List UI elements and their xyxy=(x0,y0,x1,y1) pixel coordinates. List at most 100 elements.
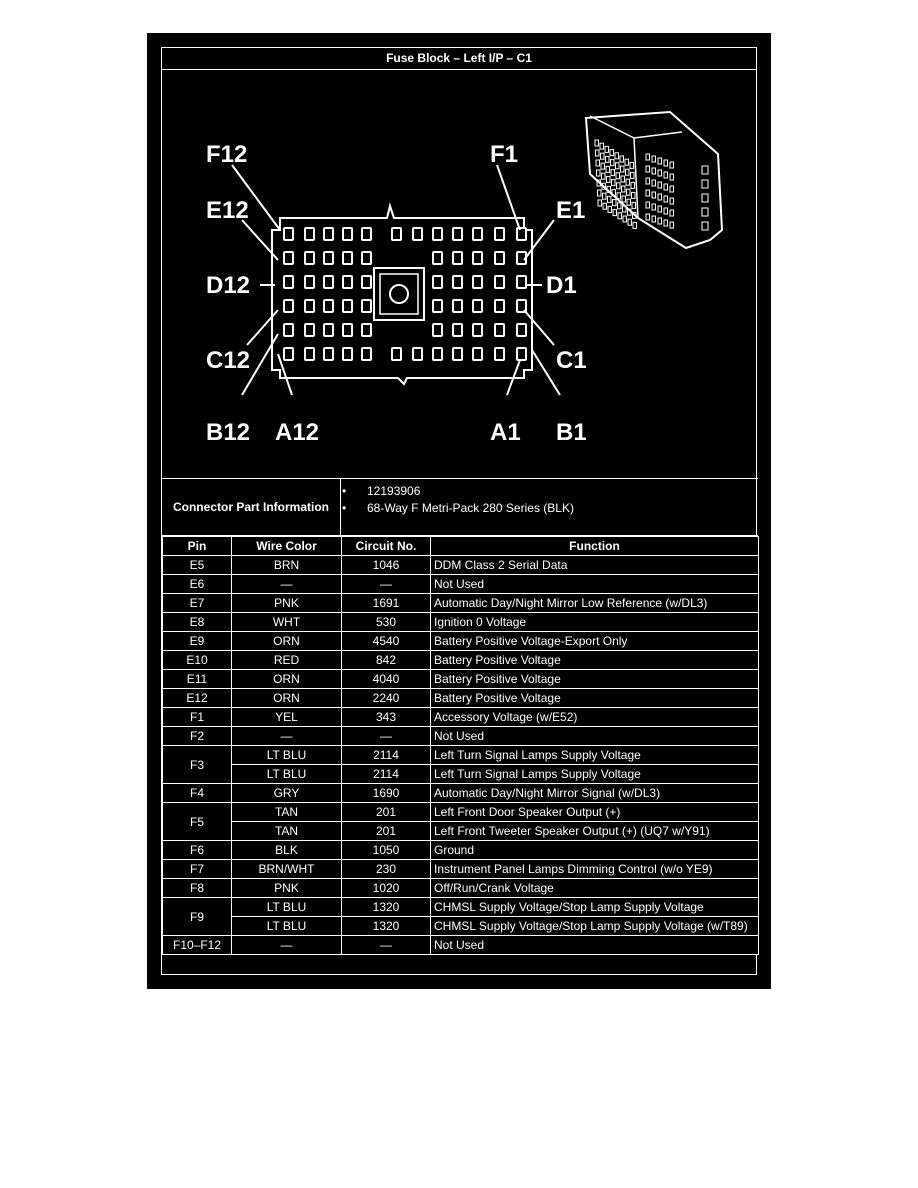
iso-cavity xyxy=(617,212,622,220)
pin-cavity xyxy=(304,299,315,313)
pin-cavity xyxy=(516,323,527,337)
header-wire-color: Wire Color xyxy=(231,536,342,556)
iso-cavity xyxy=(651,215,656,223)
iso-cavity xyxy=(629,161,634,169)
wire-color-cell: PNK xyxy=(231,878,342,898)
pin-cavity xyxy=(472,323,483,337)
iso-cavity xyxy=(630,181,635,189)
leader-lines xyxy=(231,164,561,396)
wire-color-cell: BRN/WHT xyxy=(231,859,342,879)
iso-cavity xyxy=(615,162,620,170)
pin-cavity xyxy=(361,323,372,337)
pin-cavity xyxy=(304,347,315,361)
center-boss xyxy=(373,267,425,321)
circuit-cell: 343 xyxy=(341,707,431,727)
iso-cavity xyxy=(657,193,662,201)
iso-cavity xyxy=(632,211,637,219)
pin-cavity xyxy=(472,227,483,241)
pin-cavity xyxy=(323,275,334,289)
iso-cavity xyxy=(669,173,674,181)
iso-cavity xyxy=(620,165,625,173)
iso-cavity xyxy=(601,172,606,180)
label-f12: F12 xyxy=(206,141,247,168)
iso-cavity xyxy=(631,191,636,199)
iso-latch xyxy=(701,193,709,203)
circuit-cell: 1020 xyxy=(341,878,431,898)
iso-cavity xyxy=(621,195,626,203)
iso-cavity xyxy=(609,149,614,157)
circuit-cell: 1691 xyxy=(341,593,431,613)
iso-cavity xyxy=(657,217,662,225)
pin-cavity xyxy=(432,251,443,265)
pin-cavity xyxy=(342,275,353,289)
iso-cavity xyxy=(669,209,674,217)
iso-latch xyxy=(701,221,709,231)
circuit-cell: 230 xyxy=(341,859,431,879)
pin-cavity xyxy=(472,275,483,289)
pin-cell: E11 xyxy=(162,669,232,689)
function-cell: Off/Run/Crank Voltage xyxy=(430,878,759,898)
function-cell: Automatic Day/Night Mirror Low Reference… xyxy=(430,593,759,613)
iso-cavity xyxy=(627,208,632,216)
header-function: Function xyxy=(430,536,759,556)
pin-cavity xyxy=(283,347,294,361)
wire-color-cell: — xyxy=(231,935,342,955)
connector-part-info-label: Connector Part Information xyxy=(162,479,341,535)
connector-pinout-svg: F12 F1 E12 E1 D12 D1 C12 C1 B12 A12 A1 B… xyxy=(206,110,724,446)
label-a1: A1 xyxy=(490,419,521,446)
iso-cavity xyxy=(669,197,674,205)
table-row: F10–F12——Not Used xyxy=(162,935,759,955)
pin-cavity xyxy=(361,299,372,313)
iso-latch xyxy=(701,207,709,217)
pin-cavity xyxy=(432,227,443,241)
pin-cavity xyxy=(494,227,505,241)
function-cell: CHMSL Supply Voltage/Stop Lamp Supply Vo… xyxy=(430,897,759,917)
pin-cavity xyxy=(494,275,505,289)
iso-cavity xyxy=(607,195,612,203)
iso-cavity xyxy=(651,191,656,199)
iso-latch xyxy=(701,179,709,189)
iso-cavity xyxy=(606,185,611,193)
wire-color-cell: LT BLU xyxy=(231,745,342,765)
pin-cavity xyxy=(323,227,334,241)
connector-face xyxy=(271,202,533,386)
pin-cavity xyxy=(323,299,334,313)
circuit-cell: 201 xyxy=(341,821,431,841)
iso-cavity xyxy=(595,149,600,157)
circuit-cell: — xyxy=(341,935,431,955)
iso-cavity xyxy=(663,207,668,215)
label-c12: C12 xyxy=(206,347,250,374)
pin-cavity xyxy=(432,299,443,313)
pin-cavity xyxy=(283,251,294,265)
circuit-cell: 1320 xyxy=(341,916,431,936)
center-bolt xyxy=(389,284,409,304)
pin-cell: E9 xyxy=(162,631,232,651)
iso-cavity xyxy=(622,215,627,223)
wire-color-cell: GRY xyxy=(231,783,342,803)
function-cell: Battery Positive Voltage-Export Only xyxy=(430,631,759,651)
iso-cavity xyxy=(632,221,637,229)
wire-color-cell: — xyxy=(231,574,342,594)
label-b1: B1 xyxy=(556,419,587,446)
iso-cavity xyxy=(625,168,630,176)
circuit-cell: — xyxy=(341,726,431,746)
iso-cavity xyxy=(611,179,616,187)
pin-cavity xyxy=(361,347,372,361)
pin-cell: E12 xyxy=(162,688,232,708)
circuit-cell: 4040 xyxy=(341,669,431,689)
pin-cavity xyxy=(283,323,294,337)
pin-cavity xyxy=(472,347,483,361)
iso-cavity xyxy=(645,213,650,221)
function-cell: Battery Positive Voltage xyxy=(430,688,759,708)
pin-cavity xyxy=(283,299,294,313)
pin-cell: F3 xyxy=(162,745,232,784)
circuit-cell: 842 xyxy=(341,650,431,670)
pin-cell: E8 xyxy=(162,612,232,632)
wire-color-cell: YEL xyxy=(231,707,342,727)
pin-cell: F9 xyxy=(162,897,232,936)
function-cell: Ground xyxy=(430,840,759,860)
iso-cavity xyxy=(610,169,615,177)
